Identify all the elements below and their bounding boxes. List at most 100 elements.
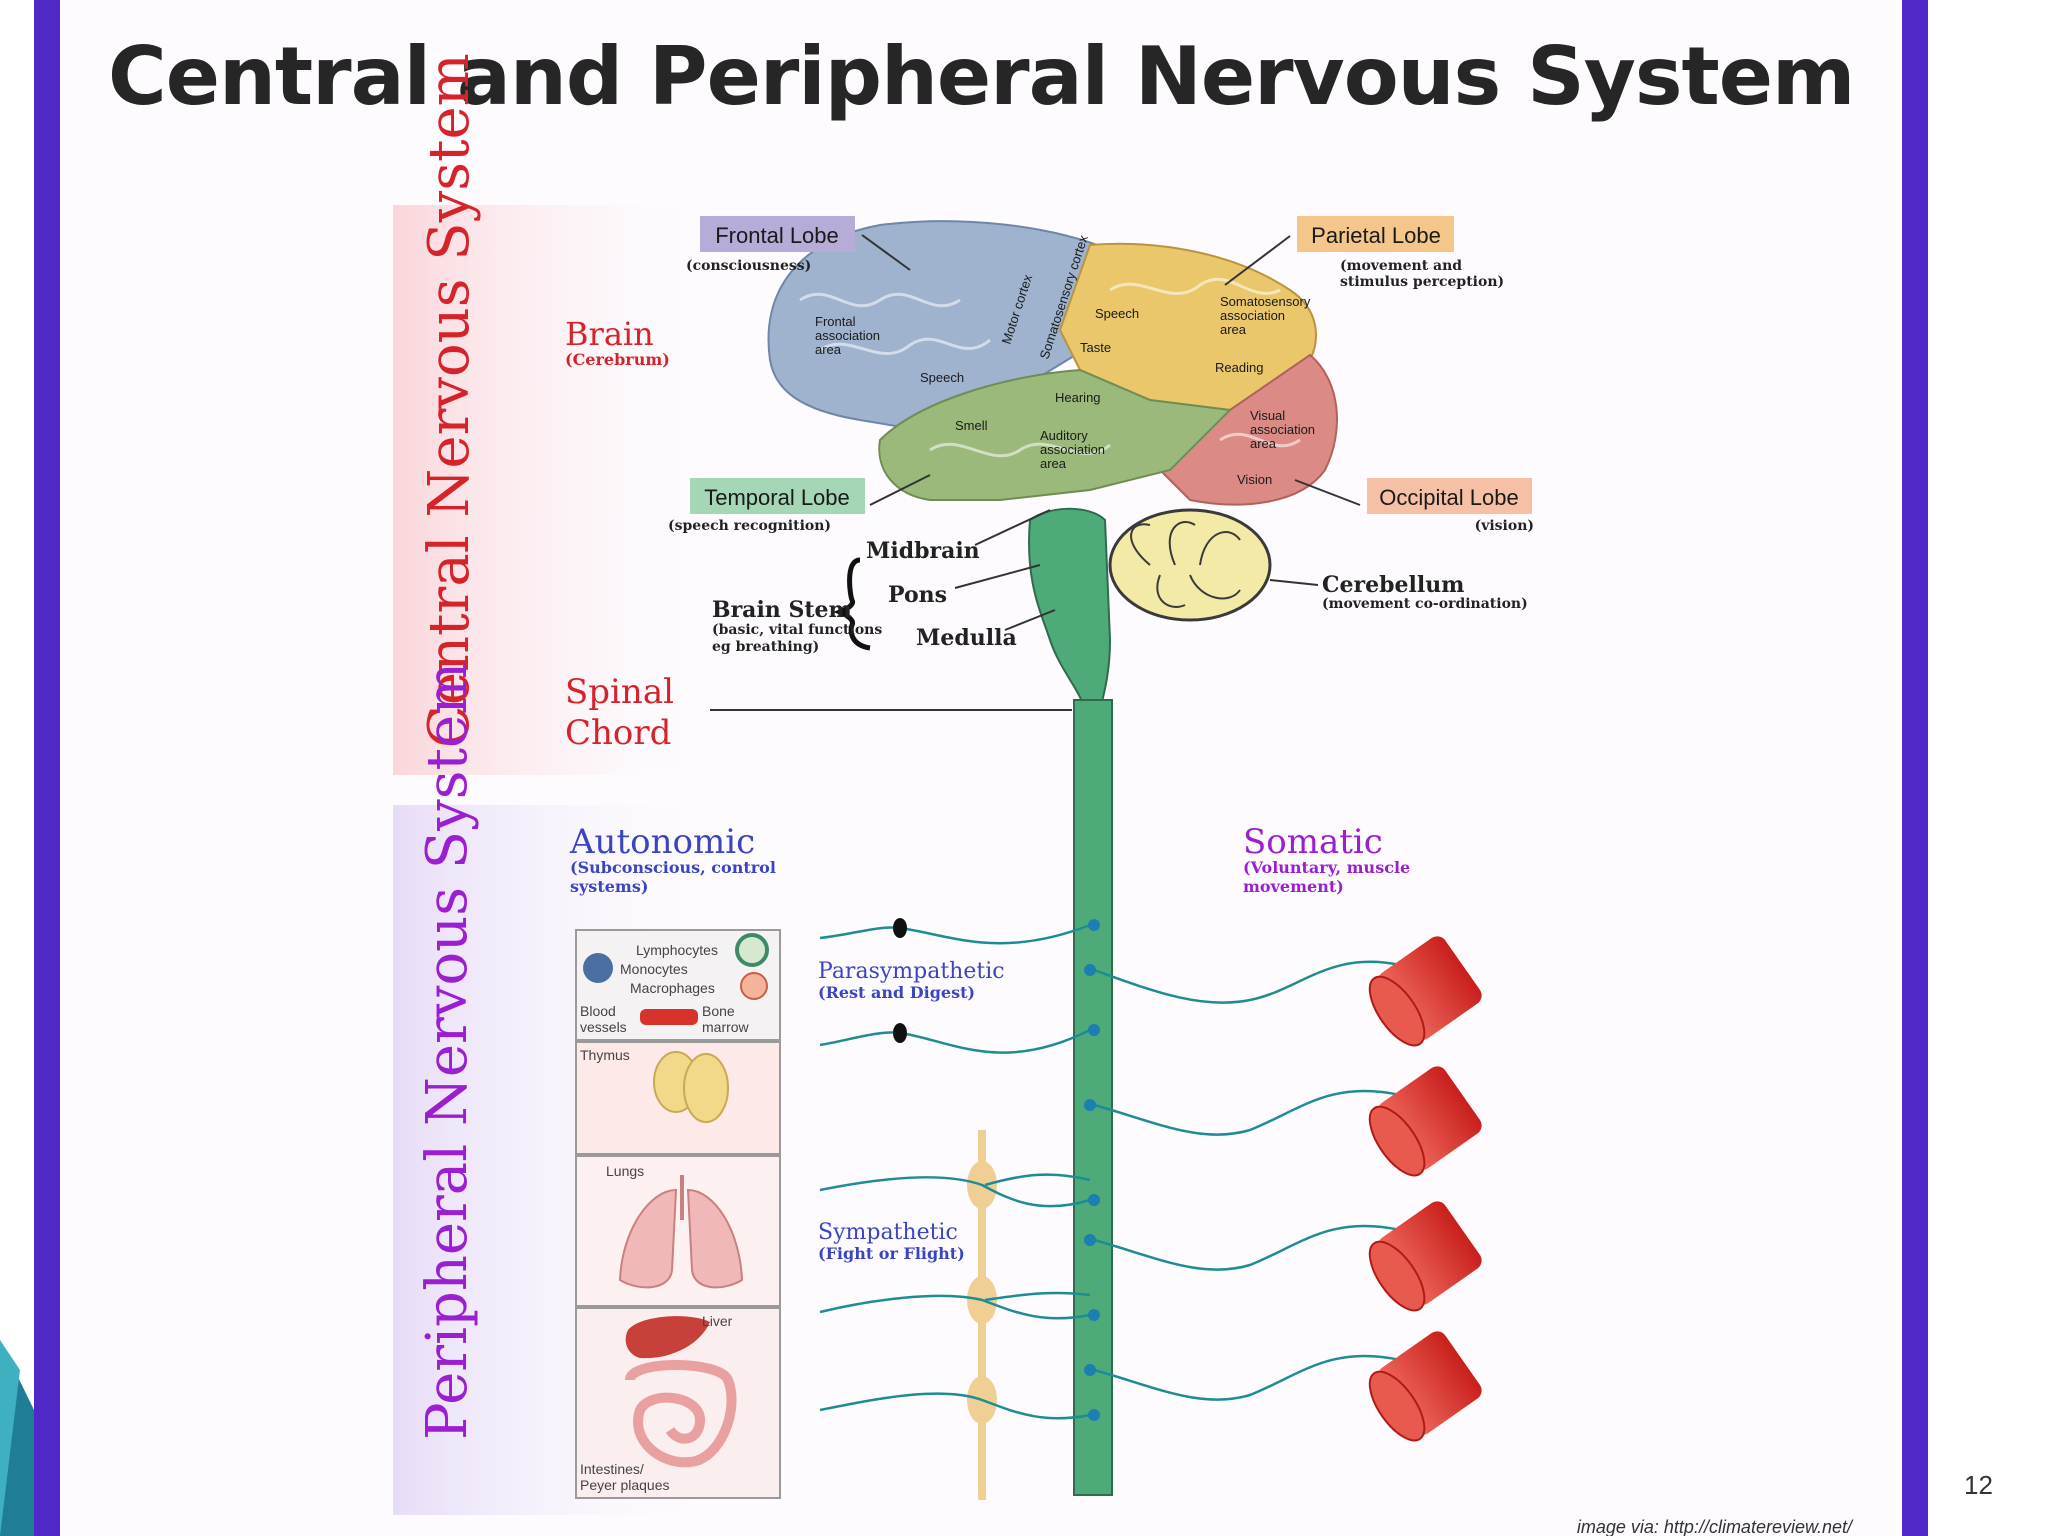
visual-assoc-2: association xyxy=(1250,422,1315,437)
page-number: 12 xyxy=(1964,1470,1993,1500)
somatic-desc1: (Voluntary, muscle xyxy=(1243,858,1410,877)
temporal-lobe xyxy=(878,368,1233,501)
frontal-assoc-2: association xyxy=(815,328,880,343)
brainstem-desc1: (basic, vital functions xyxy=(712,622,882,638)
macrophage-icon xyxy=(740,972,768,1000)
parietal-lobe-label: Parietal Lobe xyxy=(1311,223,1441,248)
spinal-line2: Chord xyxy=(565,713,671,753)
blood-label-2: vessels xyxy=(580,1019,627,1035)
speech-upper-label: Speech xyxy=(1095,306,1139,321)
occipital-lobe-label: Occipital Lobe xyxy=(1379,485,1518,510)
nerve-roots xyxy=(1084,919,1100,1421)
brainstem-shape xyxy=(1028,507,1112,711)
sympathetic-label: Sympathetic xyxy=(818,1220,958,1245)
brain xyxy=(767,220,1338,506)
vision-label: Vision xyxy=(1237,472,1272,487)
autonomic-ganglia xyxy=(893,918,907,1043)
visual-assoc-3: area xyxy=(1250,436,1277,451)
hearing-label: Hearing xyxy=(1055,390,1101,405)
muscle-3 xyxy=(1368,1201,1482,1312)
muscle-2 xyxy=(1368,1066,1482,1177)
liver-label: Liver xyxy=(702,1313,733,1329)
monocyte-icon xyxy=(583,953,613,983)
bone-label-1: Bone xyxy=(702,1003,735,1019)
cerebellum-label: Cerebellum xyxy=(1322,572,1464,598)
frontal-lobe-box xyxy=(700,216,855,252)
temporal-lobe-box xyxy=(690,478,865,514)
frontal-assoc-1: Frontal xyxy=(815,314,856,329)
auditory-assoc-1: Auditory xyxy=(1040,428,1088,443)
brain-sub: (Cerebrum) xyxy=(565,350,670,369)
auditory-assoc-3: area xyxy=(1040,456,1067,471)
parietal-lobe-desc1: (movement and xyxy=(1340,258,1462,274)
medulla-label: Medulla xyxy=(916,625,1017,651)
left-frame-bar xyxy=(34,0,60,1536)
brainstem-brace xyxy=(833,557,871,651)
spinal-line1: Spinal xyxy=(565,672,674,712)
muscles xyxy=(1368,936,1482,1442)
frontal-lobe-desc: (consciousness) xyxy=(686,258,811,274)
organ-panels: Lymphocytes Monocytes Macrophages Blood … xyxy=(575,929,781,1499)
thymus-icon xyxy=(653,1051,729,1123)
occipital-lobe xyxy=(1158,353,1338,506)
slide-title: Central and Peripheral Nervous System xyxy=(108,30,1855,123)
visual-assoc-1: Visual xyxy=(1250,408,1285,423)
lymphocyte-icon xyxy=(735,933,769,967)
frontal-assoc-3: area xyxy=(815,342,842,357)
macrophages-label: Macrophages xyxy=(630,980,715,996)
speech-lower-label: Speech xyxy=(920,370,964,385)
autonomic-nerves xyxy=(819,923,1091,1420)
somato-assoc-1: Somatosensory xyxy=(1220,294,1311,309)
lungs-label: Lungs xyxy=(606,1163,644,1179)
spinal-cord xyxy=(1073,699,1113,1496)
reading-label: Reading xyxy=(1215,360,1263,375)
occipital-lobe-box xyxy=(1367,478,1532,514)
cerebellum-shape xyxy=(1108,508,1272,622)
intestines-label-2: Peyer plaques xyxy=(580,1477,670,1493)
brainstem-label: Brain Stem xyxy=(712,597,852,623)
monocytes-label: Monocytes xyxy=(620,961,688,977)
frontal-lobe-label: Frontal Lobe xyxy=(715,223,839,248)
pns-heading: Peripheral Nervous System xyxy=(415,662,480,1440)
somatic-desc2: movement) xyxy=(1243,877,1344,896)
occipital-lobe-desc: (vision) xyxy=(1475,518,1534,534)
cerebellum-desc: (movement co-ordination) xyxy=(1322,596,1528,612)
temporal-lobe-label: Temporal Lobe xyxy=(704,485,850,510)
image-credit: image via: http://climatereview.net/ xyxy=(1577,1517,1854,1536)
thymus-label: Thymus xyxy=(580,1047,630,1063)
blood-label-1: Blood xyxy=(580,1003,616,1019)
smell-label: Smell xyxy=(955,418,988,433)
lungs-panel xyxy=(575,1155,781,1307)
brainstem-desc2: eg breathing) xyxy=(712,639,819,655)
brain-label: Brain xyxy=(565,315,654,353)
intestines-icon xyxy=(625,1360,737,1468)
auditory-assoc-2: association xyxy=(1040,442,1105,457)
blood-vessel-icon xyxy=(640,1009,698,1025)
liver-icon xyxy=(625,1316,710,1359)
autonomic-desc2: systems) xyxy=(570,877,648,896)
somato-assoc-2: association xyxy=(1220,308,1285,323)
taste-label: Taste xyxy=(1080,340,1111,355)
cns-panel xyxy=(393,205,723,775)
parietal-lobe-desc2: stimulus perception) xyxy=(1340,274,1504,290)
intestines-label-1: Intestines/ xyxy=(580,1461,644,1477)
sympathetic-desc: (Fight or Flight) xyxy=(818,1244,965,1263)
autonomic-desc1: (Subconscious, control xyxy=(570,858,776,877)
muscle-4 xyxy=(1368,1331,1482,1442)
somatic-label: Somatic xyxy=(1243,822,1383,862)
autonomic-label: Autonomic xyxy=(569,822,755,862)
bone-label-2: marrow xyxy=(702,1019,750,1035)
muscle-1 xyxy=(1368,936,1482,1047)
parietal-lobe-box xyxy=(1297,216,1454,252)
cns-heading: Central Nervous System xyxy=(417,53,482,748)
parasympathetic-desc: (Rest and Digest) xyxy=(818,983,975,1002)
temporal-lobe-desc: (speech recognition) xyxy=(668,518,831,534)
pons-label: Pons xyxy=(888,582,947,608)
midbrain-label: Midbrain xyxy=(866,538,980,564)
corner-decoration xyxy=(0,1340,34,1536)
somato-assoc-3: area xyxy=(1220,322,1247,337)
lymphocytes-label: Lymphocytes xyxy=(636,942,718,958)
parasympathetic-label: Parasympathetic xyxy=(818,959,1005,984)
somatic-nerves xyxy=(1093,960,1401,1401)
